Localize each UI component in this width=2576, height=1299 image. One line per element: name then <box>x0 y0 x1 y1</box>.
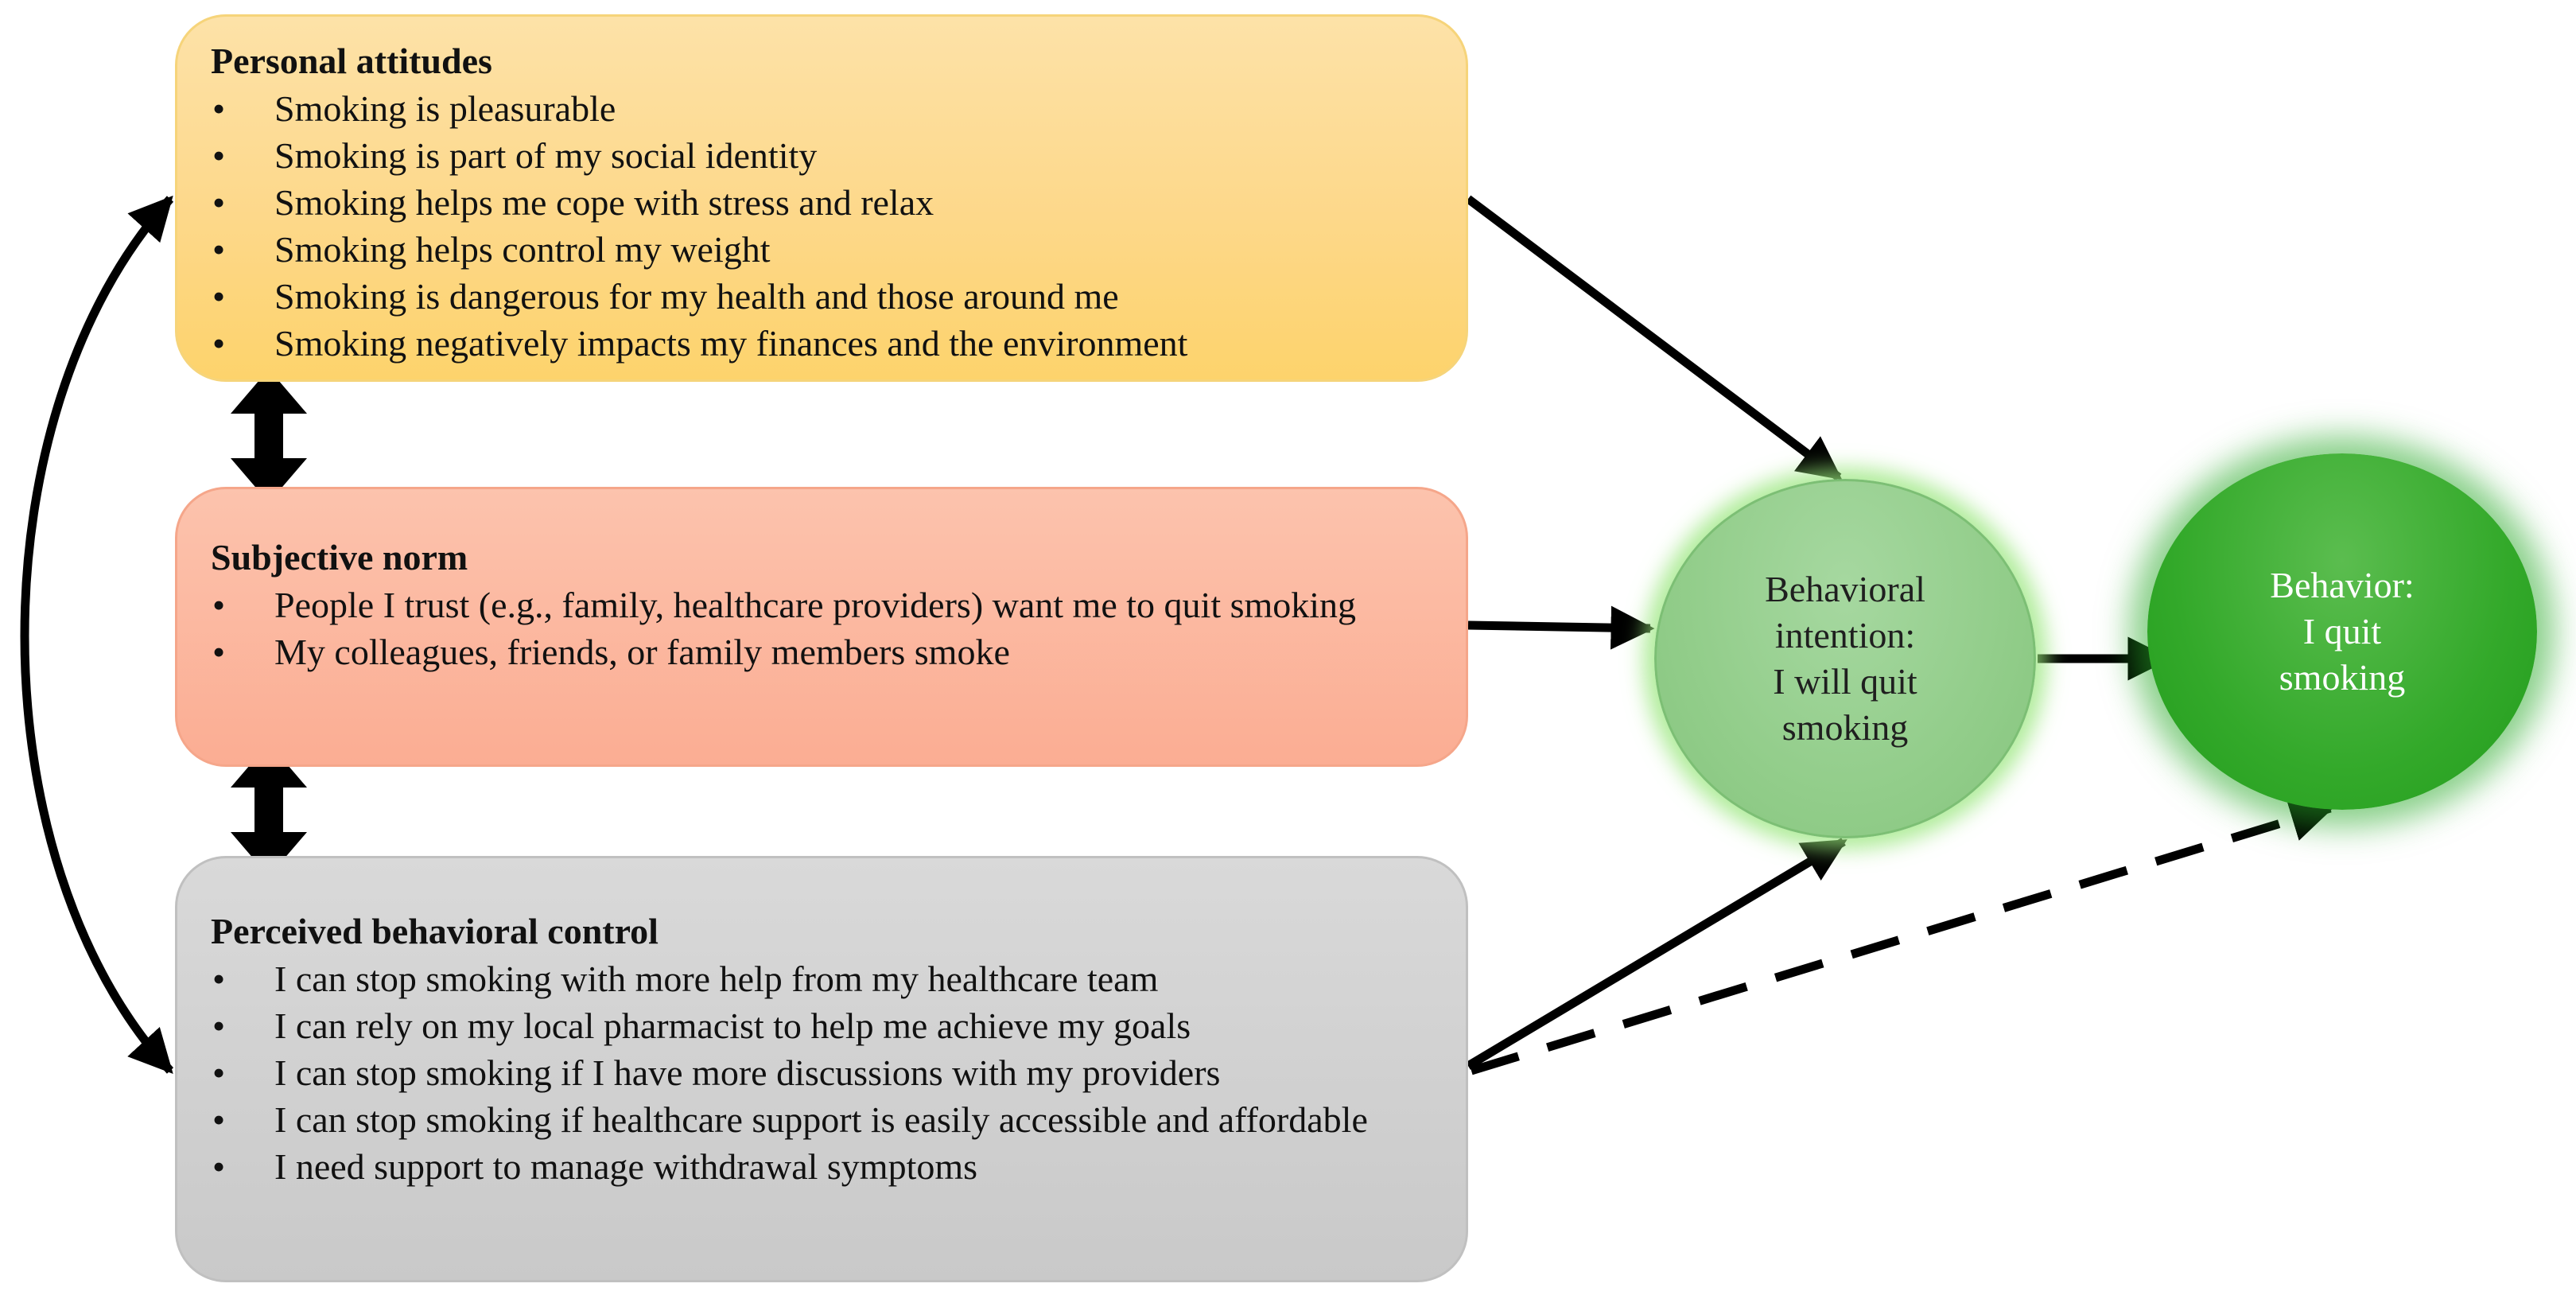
behavioral-intention-circle: Behavioral intention: I will quit smokin… <box>1654 479 2036 838</box>
personal-attitudes-box: Personal attitudes Smoking is pleasurabl… <box>175 14 1468 382</box>
personal-attitudes-list: Smoking is pleasurable Smoking is part o… <box>211 85 1434 367</box>
arrow-attitudes-norm-bidirectional <box>231 369 307 503</box>
subjective-norm-list: People I trust (e.g., family, healthcare… <box>211 581 1434 675</box>
list-item: Smoking helps control my weight <box>211 226 1434 273</box>
behavior-label: Behavior: I quit smoking <box>2270 565 2415 698</box>
list-item: I need support to manage withdrawal symp… <box>211 1143 1434 1190</box>
list-item: Smoking helps me cope with stress and re… <box>211 179 1434 226</box>
arrow-control-to-intention <box>1466 838 1847 1070</box>
arrow-control-to-behavior-dashed <box>1470 799 2335 1075</box>
list-item: Smoking is pleasurable <box>211 85 1434 132</box>
list-item: I can stop smoking with more help from m… <box>211 955 1434 1002</box>
personal-attitudes-title: Personal attitudes <box>211 41 492 81</box>
subjective-norm-box: Subjective norm People I trust (e.g., fa… <box>175 487 1468 767</box>
perceived-behavioral-control-title: Perceived behavioral control <box>211 911 659 951</box>
subjective-norm-title: Subjective norm <box>211 537 468 578</box>
list-item: My colleagues, friends, or family member… <box>211 628 1434 675</box>
behavioral-intention-label: Behavioral intention: I will quit smokin… <box>1765 569 1925 748</box>
list-item: I can stop smoking if I have more discus… <box>211 1049 1434 1096</box>
arrow-norm-control-bidirectional <box>231 743 307 877</box>
list-item: I can rely on my local pharmacist to hel… <box>211 1002 1434 1049</box>
list-item: Smoking is part of my social identity <box>211 132 1434 179</box>
arrow-attitudes-control-curved <box>20 195 174 1075</box>
list-item: Smoking negatively impacts my finances a… <box>211 320 1434 367</box>
list-item: People I trust (e.g., family, healthcare… <box>211 581 1434 628</box>
behavior-circle: Behavior: I quit smoking <box>2147 453 2537 810</box>
list-item: Smoking is dangerous for my health and t… <box>211 273 1434 320</box>
perceived-behavioral-control-list: I can stop smoking with more help from m… <box>211 955 1434 1190</box>
list-item: I can stop smoking if healthcare support… <box>211 1096 1434 1143</box>
arrow-attitudes-to-intention <box>1465 195 1843 481</box>
arrow-norm-to-intention <box>1467 605 1655 650</box>
perceived-behavioral-control-box: Perceived behavioral control I can stop … <box>175 856 1468 1282</box>
